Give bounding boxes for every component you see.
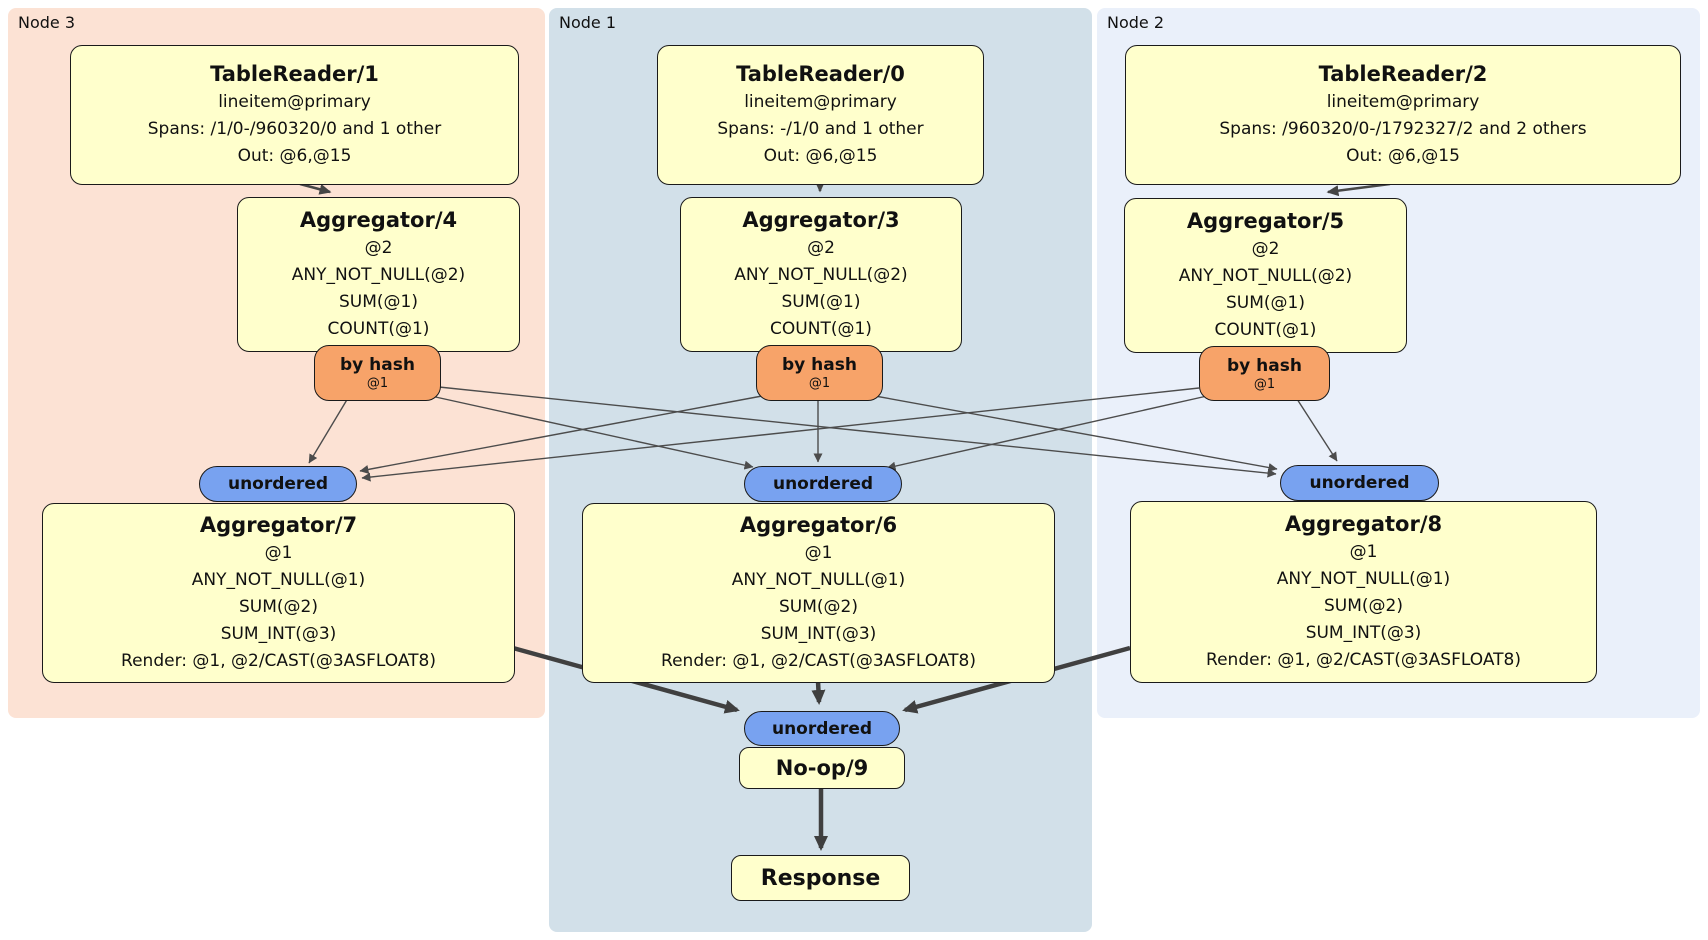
- sync-unordered-9: unordered: [744, 711, 900, 746]
- hash-router-4-label: by hash: [340, 355, 415, 375]
- proc-line: Out: @6,@15: [237, 146, 352, 166]
- node2-panel-label: Node 2: [1107, 13, 1165, 32]
- hash-router-3-label: by hash: [782, 355, 857, 375]
- proc-line: Render: @1, @2/CAST(@3ASFLOAT8): [1206, 650, 1521, 670]
- aggregator-6-box: Aggregator/6 @1 ANY_NOT_NULL(@1) SUM(@2)…: [582, 503, 1055, 683]
- tablereader-1-title: TableReader/1: [210, 62, 379, 86]
- proc-line: ANY_NOT_NULL(@2): [1178, 266, 1353, 286]
- proc-line: @1: [1349, 542, 1378, 562]
- node3-panel-label: Node 3: [18, 13, 76, 32]
- tablereader-0-box: TableReader/0 lineitem@primary Spans: -/…: [657, 45, 984, 185]
- aggregator-5-box: Aggregator/5 @2 ANY_NOT_NULL(@2) SUM(@1)…: [1124, 198, 1407, 353]
- proc-line: Spans: /960320/0-/1792327/2 and 2 others: [1219, 119, 1587, 139]
- proc-line: COUNT(@1): [327, 319, 430, 339]
- aggregator-6-title: Aggregator/6: [739, 513, 898, 537]
- proc-line: SUM_INT(@3): [760, 624, 877, 644]
- proc-line: ANY_NOT_NULL(@1): [731, 570, 906, 590]
- proc-line: SUM(@2): [779, 597, 858, 617]
- sync-unordered-8: unordered: [1280, 465, 1439, 501]
- sync-unordered-6: unordered: [744, 466, 902, 502]
- proc-line: SUM_INT(@3): [220, 624, 337, 644]
- proc-line: Spans: -/1/0 and 1 other: [717, 119, 924, 139]
- aggregator-3-box: Aggregator/3 @2 ANY_NOT_NULL(@2) SUM(@1)…: [680, 197, 962, 352]
- proc-line: SUM(@2): [1324, 596, 1403, 616]
- aggregator-3-title: Aggregator/3: [742, 208, 900, 232]
- proc-line: @2: [1251, 239, 1280, 259]
- proc-line: @2: [364, 238, 393, 258]
- sync-unordered-7: unordered: [199, 466, 357, 502]
- response-box: Response: [731, 855, 910, 901]
- hash-router-3: by hash @1: [756, 345, 883, 401]
- proc-line: SUM(@1): [781, 292, 861, 312]
- aggregator-4-box: Aggregator/4 @2 ANY_NOT_NULL(@2) SUM(@1)…: [237, 197, 520, 352]
- proc-line: ANY_NOT_NULL(@2): [734, 265, 908, 285]
- aggregator-4-title: Aggregator/4: [299, 208, 458, 232]
- hash-router-5-detail: @1: [1253, 376, 1276, 392]
- aggregator-7-box: Aggregator/7 @1 ANY_NOT_NULL(@1) SUM(@2)…: [42, 503, 515, 683]
- proc-line: lineitem@primary: [1326, 92, 1480, 112]
- hash-router-5: by hash @1: [1199, 346, 1330, 401]
- aggregator-5-title: Aggregator/5: [1186, 209, 1345, 233]
- proc-line: lineitem@primary: [218, 92, 371, 112]
- noop-9-box: No-op/9: [739, 747, 905, 789]
- aggregator-7-title: Aggregator/7: [199, 513, 358, 537]
- proc-line: SUM(@1): [1226, 293, 1305, 313]
- hash-router-4-detail: @1: [366, 376, 389, 391]
- proc-line: SUM_INT(@3): [1305, 623, 1422, 643]
- proc-line: Render: @1, @2/CAST(@3ASFLOAT8): [661, 651, 976, 671]
- proc-line: @1: [264, 543, 293, 563]
- proc-line: Spans: /1/0-/960320/0 and 1 other: [147, 119, 442, 139]
- proc-line: SUM(@2): [239, 597, 318, 617]
- router-to-sync-edges: [308, 386, 1338, 482]
- proc-line: @1: [804, 543, 833, 563]
- node1-panel-label: Node 1: [559, 13, 617, 32]
- hash-router-4: by hash @1: [314, 345, 441, 401]
- aggregator-8-box: Aggregator/8 @1 ANY_NOT_NULL(@1) SUM(@2)…: [1130, 501, 1597, 683]
- hash-router-5-label: by hash: [1227, 355, 1302, 376]
- proc-line: Out: @6,@15: [1346, 146, 1460, 166]
- tablereader-1-box: TableReader/1 lineitem@primary Spans: /1…: [70, 45, 519, 185]
- aggregator-8-title: Aggregator/8: [1284, 512, 1443, 536]
- response-title: Response: [760, 865, 881, 891]
- proc-line: COUNT(@1): [1214, 320, 1317, 340]
- proc-line: SUM(@1): [339, 292, 418, 312]
- proc-line: COUNT(@1): [770, 319, 872, 339]
- proc-line: ANY_NOT_NULL(@1): [1276, 569, 1451, 589]
- tablereader-0-title: TableReader/0: [736, 62, 905, 86]
- tablereader-2-box: TableReader/2 lineitem@primary Spans: /9…: [1125, 45, 1681, 185]
- hash-router-3-detail: @1: [808, 376, 831, 391]
- proc-line: Out: @6,@15: [763, 146, 878, 166]
- proc-line: ANY_NOT_NULL(@1): [191, 570, 366, 590]
- tablereader-2-title: TableReader/2: [1318, 62, 1488, 86]
- proc-line: @2: [807, 238, 835, 258]
- noop-9-title: No-op/9: [775, 756, 869, 780]
- proc-line: Render: @1, @2/CAST(@3ASFLOAT8): [121, 651, 436, 671]
- proc-line: lineitem@primary: [744, 92, 897, 112]
- tablereader-to-aggregator-edges: [299, 180, 1391, 197]
- proc-line: ANY_NOT_NULL(@2): [291, 265, 466, 285]
